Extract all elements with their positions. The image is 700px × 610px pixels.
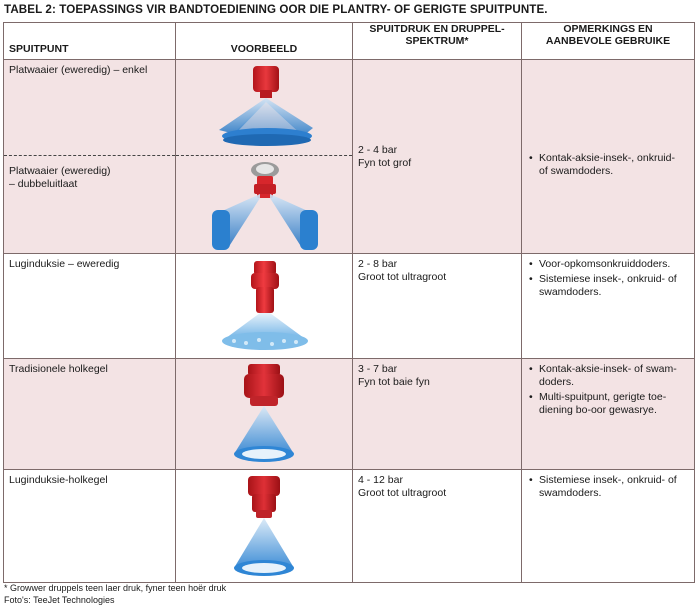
cell-name-platwaaier: Platwaaier (eweredig) – enkel Platwaaier… [3,59,176,254]
cell-name-luginduksie: Luginduksie – eweredig [3,253,176,359]
cell-pressure-luginduksie: 2 - 8 bar Groot tot ultragroot [352,253,522,359]
flat-fan-twin-nozzle-icon [212,162,318,250]
header-opmerkings: OPMERKINGS EN AANBEVOLE GEBRUIKE [521,22,695,60]
remark-luginduksie-2-line2: swamdoders. [539,286,602,298]
air-induction-nozzle-icon [222,261,308,350]
nozzle-table: SPUITPUNT VOORBEELD SPUITDRUK EN DRUPPEL… [3,22,695,583]
cell-name-luginduksie-holkegel: Luginduksie-holkegel [3,469,176,583]
remark-luginduksie-1: Voor-opkomsonkruiddoders. [527,258,689,271]
remark-holkegel-1: Kontak-aksie-insek- of swam- doders. [527,363,689,389]
remark-platwaaier-1-line1: Kontak-aksie-insek-, onkruid- [539,152,675,164]
droplet-luginduksie-holkegel: Groot tot ultragroot [358,487,447,499]
pressure-platwaaier: 2 - 4 bar [358,144,398,156]
cell-remarks-platwaaier: Kontak-aksie-insek-, onkruid- of swamdod… [521,59,695,254]
droplet-luginduksie: Groot tot ultragroot [358,271,447,283]
cell-remarks-luginduksie-holkegel: Sistemiese insek-, onkruid- of swamdoder… [521,469,695,583]
remark-luginduksie-holkegel-1-line2: swamdoders. [539,487,602,499]
name-platwaaier-enkel: Platwaaier (eweredig) – enkel [9,64,148,76]
name-platwaaier-dubbel-line2: – dubbeluitlaat [9,178,78,190]
cell-pressure-luginduksie-holkegel: 4 - 12 bar Groot tot ultragroot [352,469,522,583]
header-spuitdruk-line2: SPEKTRUM* [405,35,469,47]
remark-holkegel-1-line2: doders. [539,376,575,388]
name-platwaaier-dubbel-line1: Platwaaier (eweredig) [9,165,111,177]
cell-remarks-holkegel: Kontak-aksie-insek- of swam- doders. Mul… [521,358,695,470]
pressure-luginduksie: 2 - 8 bar [358,258,398,270]
name-holkegel: Tradisionele holkegel [9,363,108,375]
header-spuitpunt: SPUITPUNT [3,22,176,60]
cell-remarks-luginduksie: Voor-opkomsonkruiddoders. Sistemiese ins… [521,253,695,359]
droplet-holkegel: Fyn tot baie fyn [358,376,430,388]
table-title: TABEL 2: TOEPASSINGS VIR BANDTOEDIENING … [4,3,548,16]
hollow-cone-nozzle-icon [234,364,294,462]
cell-pressure-holkegel: 3 - 7 bar Fyn tot baie fyn [352,358,522,470]
remark-holkegel-2-line2: diening bo-oor gewasrye. [539,404,657,416]
cell-image-luginduksie-holkegel [175,469,353,583]
name-luginduksie-holkegel: Luginduksie-holkegel [9,474,108,486]
pressure-luginduksie-holkegel: 4 - 12 bar [358,474,403,486]
remark-luginduksie-holkegel-1: Sistemiese insek-, onkruid- of swamdoder… [527,474,689,500]
remark-holkegel-2-line1: Multi-spuitpunt, gerigte toe- [539,391,667,403]
remark-holkegel-2: Multi-spuitpunt, gerigte toe- diening bo… [527,391,689,417]
cell-image-luginduksie [175,253,353,359]
cell-pressure-platwaaier: 2 - 4 bar Fyn tot grof [352,59,522,254]
header-opmerkings-line2: AANBEVOLE GEBRUIKE [545,35,671,47]
header-opmerkings-line1: OPMERKINGS EN [563,23,653,35]
name-platwaaier-dubbel: Platwaaier (eweredig) – dubbeluitlaat [4,161,116,195]
name-luginduksie: Luginduksie – eweredig [9,258,120,270]
table-row-luginduksie-holkegel: Luginduksie-holkegel [3,469,695,583]
table-row-luginduksie: Luginduksie – eweredig [3,253,695,359]
remark-platwaaier-1: Kontak-aksie-insek-, onkruid- of swamdod… [527,152,689,178]
cell-image-holkegel [175,358,353,470]
flat-fan-single-nozzle-icon [219,66,313,146]
remark-luginduksie-2: Sistemiese insek-, onkruid- of swamdoder… [527,273,689,299]
cell-name-holkegel: Tradisionele holkegel [3,358,176,470]
table-row-platwaaier: Platwaaier (eweredig) – enkel Platwaaier… [3,59,695,254]
remark-platwaaier-1-line2: of swamdoders. [539,165,614,177]
header-spuitdruk: SPUITDRUK EN DRUPPEL- SPEKTRUM* [352,22,522,60]
remark-luginduksie-2-line1: Sistemiese insek-, onkruid- of [539,273,677,285]
cell-image-platwaaier [175,59,353,254]
remark-luginduksie-holkegel-1-line1: Sistemiese insek-, onkruid- of [539,474,677,486]
header-row: SPUITPUNT VOORBEELD SPUITDRUK EN DRUPPEL… [3,22,695,60]
footnote-druk: * Growwer druppels teen laer druk, fyner… [4,583,227,593]
header-voorbeeld: VOORBEELD [175,22,353,60]
table-row-holkegel: Tradisionele holkegel [3,358,695,470]
footnote-fotos: Foto's: TeeJet Technologies [4,595,115,605]
header-spuitdruk-line1: SPUITDRUK EN DRUPPEL- [369,23,505,35]
droplet-platwaaier: Fyn tot grof [358,157,412,169]
air-induction-hollow-cone-nozzle-icon [234,476,294,576]
remark-holkegel-1-line1: Kontak-aksie-insek- of swam- [539,363,677,375]
pressure-holkegel: 3 - 7 bar [358,363,398,375]
